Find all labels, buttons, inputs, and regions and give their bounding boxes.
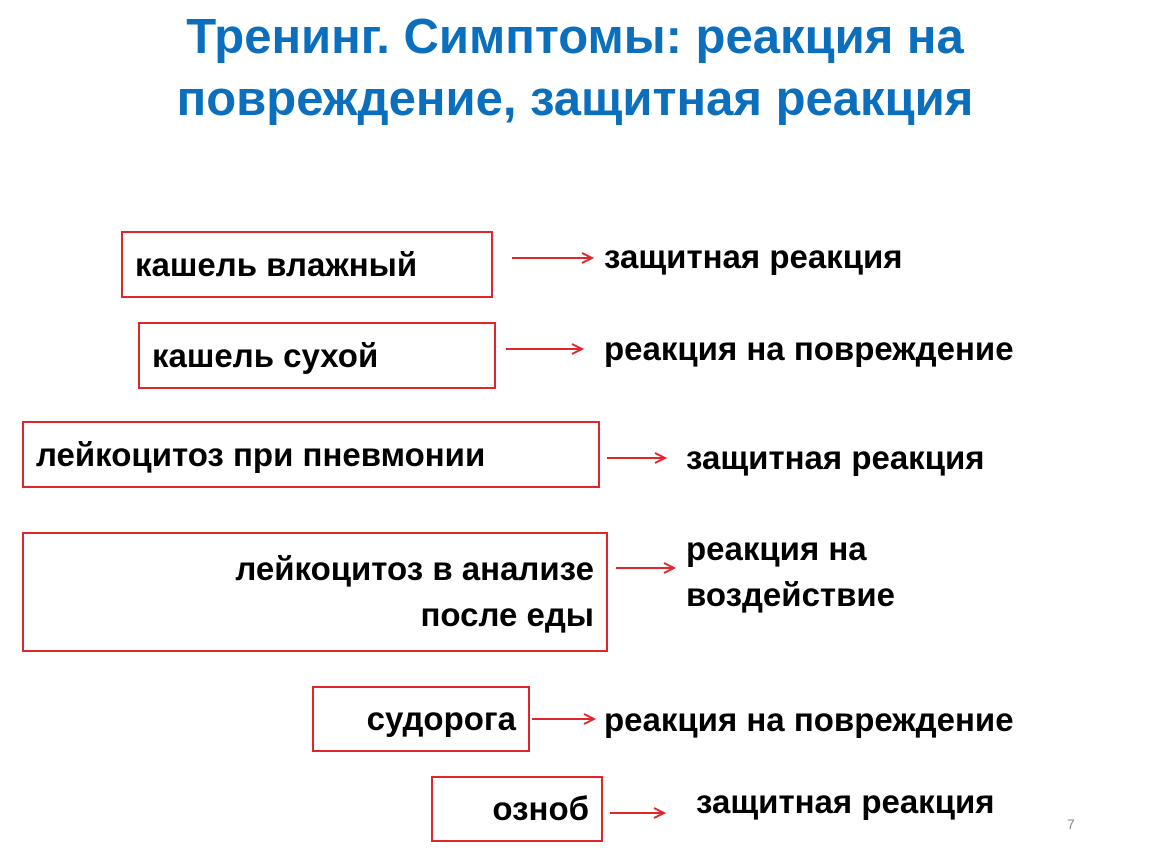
right-arrow-icon <box>512 252 595 264</box>
result-label: защитная реакция <box>604 234 903 280</box>
symptom-box-wet-cough: кашель влажный <box>121 231 493 298</box>
symptom-box-dry-cough: кашель сухой <box>138 322 496 389</box>
slide-title: Тренинг. Симптомы: реакция на повреждени… <box>0 6 1150 130</box>
symptom-label: лейкоцитоз при пневмонии <box>36 435 486 473</box>
result-label-line-1: реакция на <box>686 530 867 567</box>
right-arrow-icon <box>607 452 668 464</box>
symptom-label: озноб <box>492 790 589 827</box>
result-label: защитная реакция <box>686 435 985 481</box>
result-label: реакция на повреждение <box>604 697 1014 743</box>
result-label-line: реакция на повреждение <box>604 701 1014 738</box>
result-label-line: защитная реакция <box>604 238 903 275</box>
symptom-label: кашель сухой <box>152 336 379 374</box>
symptom-label: судорога <box>366 700 516 737</box>
right-arrow-icon <box>532 713 597 725</box>
result-label: реакция на повреждение <box>604 326 1014 372</box>
symptom-label-line-1: лейкоцитоз в анализе <box>235 550 594 587</box>
right-arrow-icon <box>506 343 585 355</box>
right-arrow-icon <box>610 807 667 819</box>
slide-title-line-2: повреждение, защитная реакция <box>176 72 974 126</box>
symptom-box-chills: озноб <box>431 776 603 842</box>
result-label-line: защитная реакция <box>696 783 995 820</box>
symptom-label: кашель влажный <box>135 245 418 283</box>
slide-title-line-1: Тренинг. Симптомы: реакция на <box>186 10 964 64</box>
result-label-line-2: воздействие <box>686 576 896 613</box>
result-label-line: реакция на повреждение <box>604 330 1014 367</box>
symptom-box-leukocytosis-after-meal: лейкоцитоз в анализе после еды <box>22 532 608 652</box>
right-arrow-icon <box>616 562 677 574</box>
result-label: защитная реакция <box>696 779 995 825</box>
page-number: 7 <box>1067 816 1075 832</box>
symptom-box-convulsion: судорога <box>312 686 530 752</box>
result-label-line: защитная реакция <box>686 439 985 476</box>
symptom-label-line-2: после еды <box>420 596 594 633</box>
result-label: реакция на воздействие <box>686 526 895 618</box>
symptom-box-leukocytosis-pneumonia: лейкоцитоз при пневмонии <box>22 421 600 488</box>
